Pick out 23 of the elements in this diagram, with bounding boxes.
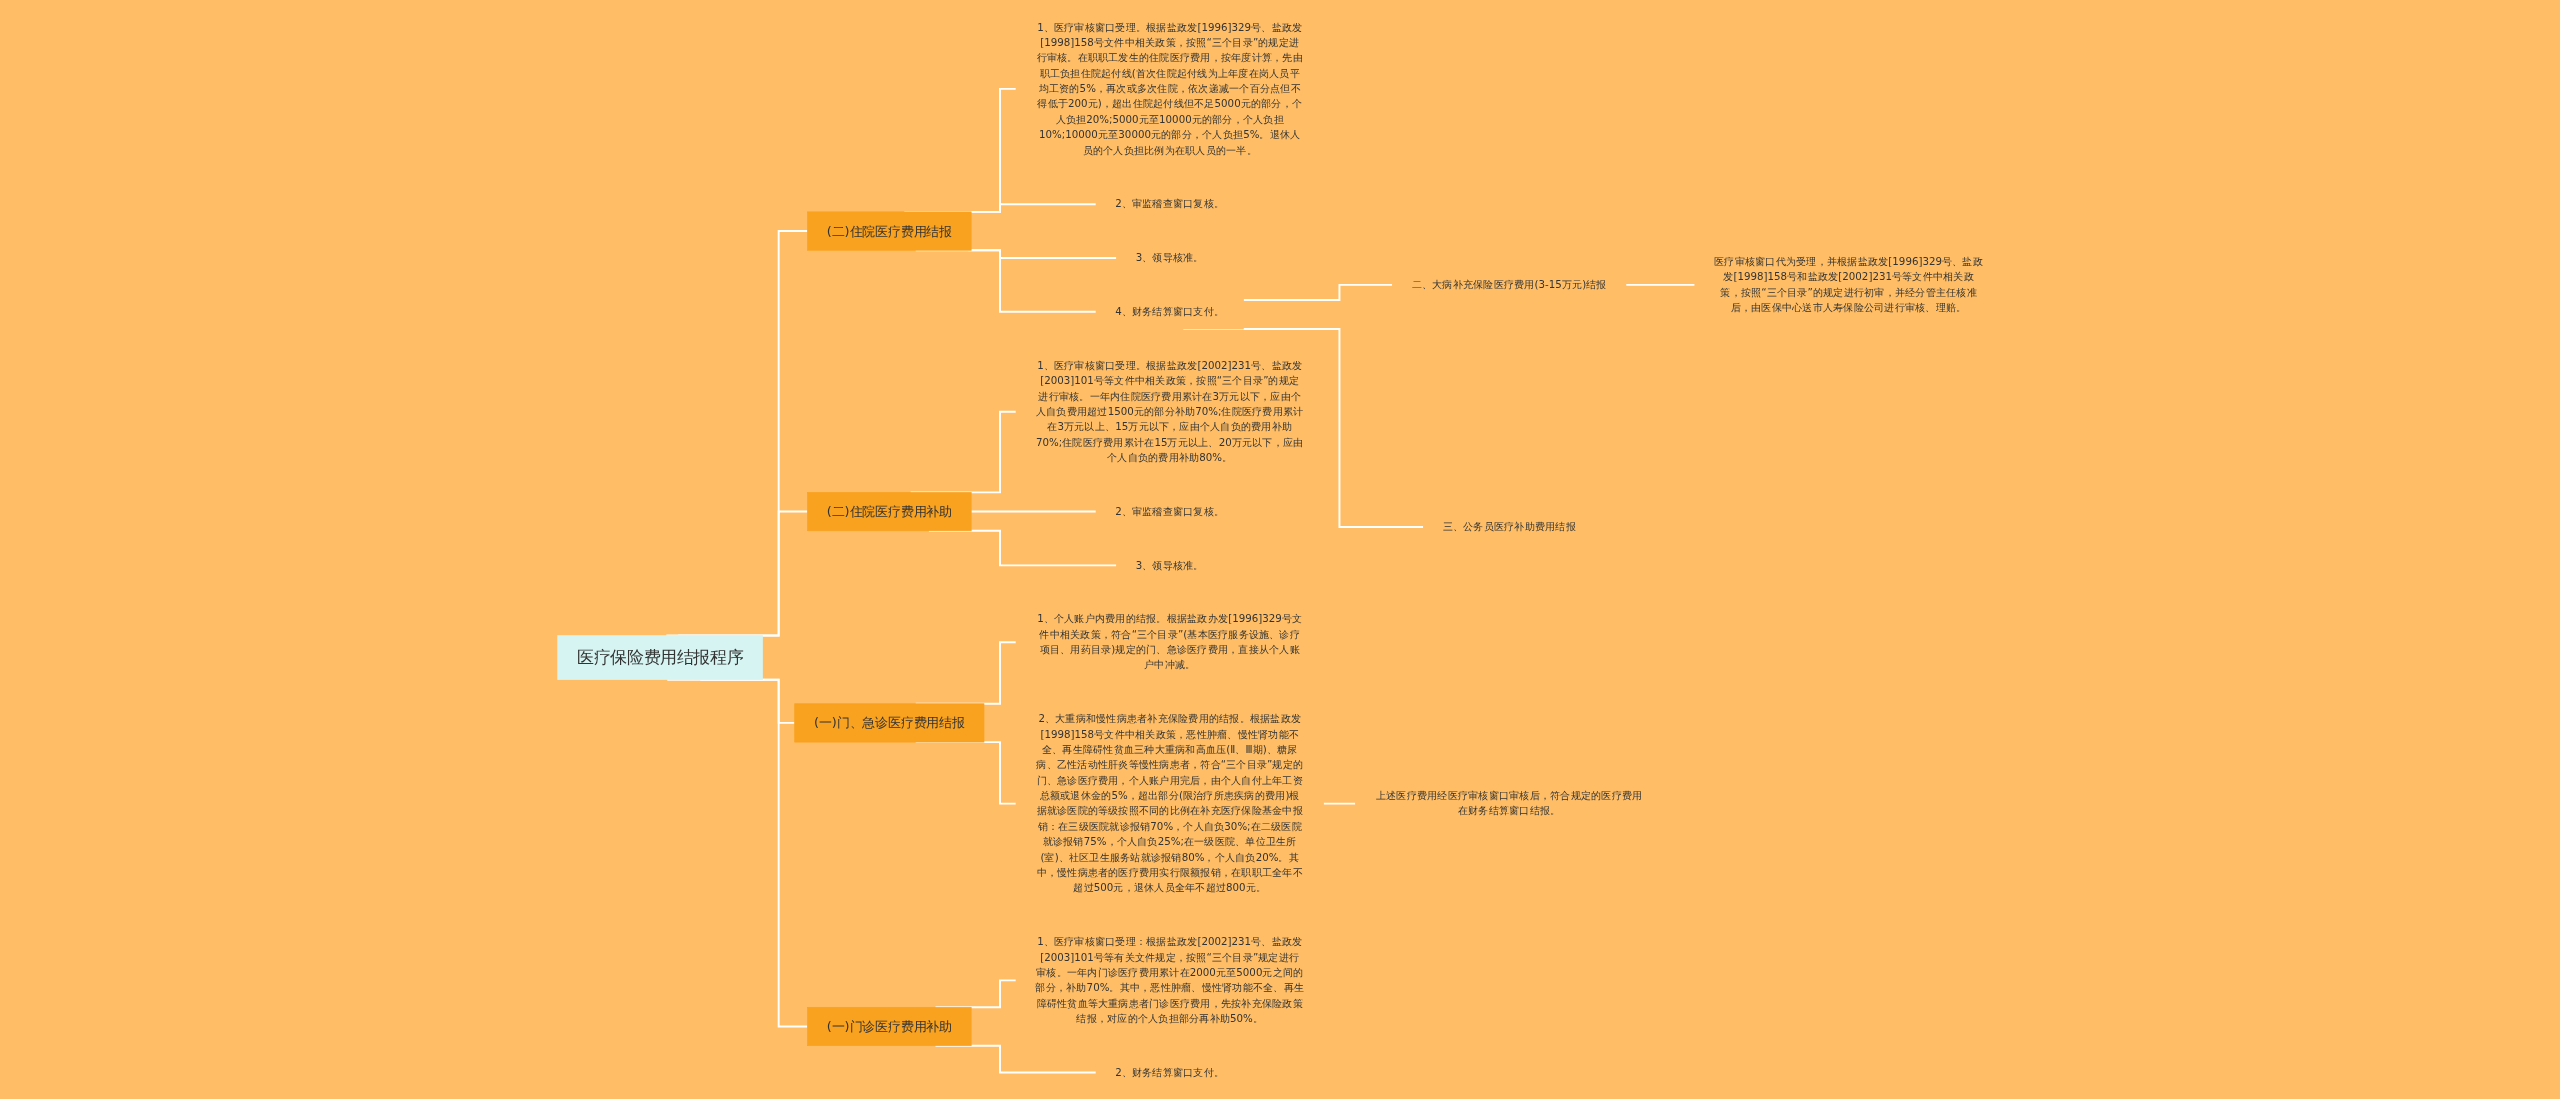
node-text: 上述医疗费用经医疗审核窗口审核后，符合规定的医疗费用在财务结算窗口结报。 [1375,789,1643,817]
node-text: 2、大重病和慢性病患者补充保险费用的结报。根据盐政发[1998]158号文件中相关政策，恶性肿瘤、慢性肾功能不全、再生障碍性贫血三种大重病和高血压(Ⅱ、Ⅲ期)、糖尿病、乙性活动性肝炎等慢性病患者，符合“三个目录”规定的门、急诊医疗费用，个人账户用完后，由个人自付上年工资总额或退休金的5%，超出部分(限治疗所患疾病的费用)根据就诊医院的等级按照不同的比例在补充医疗保险基金中报销：在三级医院就诊报销70%，个人自负30%;在二级医院就诊报销75%，个人自负25%;在一级医院、单位卫生所(室)、社区卫生服务站就诊报销80%，个人自负20%。其中，慢性病患者的医疗费用实行限额报销，在职职工全年不超过500元，退休人员全年不超过800元。 [1036,712,1304,894]
node-text: 2、财务结算窗口支付。 [1115,1065,1225,1078]
node-text: 医疗审核窗口代为受理，并根据盐政发[1996]329号、盐政发[1998]158号和盐政发[2002]231号等文件中相关政策，按照“三个目录”的规定进行初审，并经分管主任核准后，由医保中心送市人寿保险公司进行审核、理赔。 [1714,254,1983,314]
node-text: 2、审监稽查窗口复核。 [1115,197,1225,210]
node-text: 1、医疗审核窗口受理。根据盐政发[1996]329号、盐政发[1998]158号文件中相关政策，按照“三个目录”的规定进行审核。在职职工发生的住院医疗费用，按年度计算，先由职工负担住院起付线(首次住院起付线为上年度在岗人员平均工资的5%，再次或多次住院，依次递减一个百分点但不得低于200元)，超出住院起付线但不足5000元的部分，个人负担20%;5000元至10000元的部分，个人负担10%;10000元至30000元的部分，个人负担5%。退休人员的个人负担比例为在职人员的一半。 [1036,20,1303,156]
node-text: 1、医疗审核窗口受理：根据盐政发[2002]231号、盐政发[2003]101号等有关文件规定，按照“三个目录”规定进行审核。一年内门诊医疗费用累计在2000元至5000元之间的部分，补助70%。其中，恶性肿瘤、慢性肾功能不全、再生障碍性贫血等大重病患者门诊医疗费用，先按补充保险政策结报，对应的个人负担部分再补助50%。 [1035,935,1305,1025]
node-box: (一)门、急诊医疗费用结报 [794,702,985,742]
connector [1625,283,1696,286]
node-text: 1、医疗审核窗口受理。根据盐政发[2002]231号、盐政发[2003]101号等文件中相关政策，按照“三个目录”的规定进行审核。一年内住院医疗费用累计在3万元以下，应由个人自负费用超过1500元的部分补助70%;住院医疗费用累计在3万元以上、15万元以下，应由个人自负的费用补助70%;住院医疗费用累计在15万元以上、20万元以下，应由个人自负的费用补助80%。 [1035,358,1304,464]
node-box: (二)住院医疗费用补助 [807,491,972,531]
node-text: 二、大病补充保险医疗费用(3-15万元)结报 [1411,277,1607,291]
node-text: 2、审监稽查窗口复核。 [1115,504,1225,517]
node-box: (二)住院医疗费用结报 [807,211,972,251]
node-text: 三、公务员医疗补助费用结报 [1442,520,1576,533]
connector [970,510,1097,513]
node-text: 3、领导核准。 [1135,558,1204,571]
node-box: (一)门诊医疗费用补助 [807,1006,972,1046]
node-text: 1、个人账户内费用的结报。根据盐政办发[1996]329号文件中相关政策，符合“三个目录”(基本医疗服务设施、诊疗项目、用药目录)规定的门、急诊医疗费用，直接从个人账户中冲减。 [1037,612,1303,671]
node-text: 3、领导核准。 [1135,251,1204,264]
connector [1322,802,1357,805]
connector [1242,283,1394,301]
node-box: 医疗保险费用结报程序 [557,634,763,680]
